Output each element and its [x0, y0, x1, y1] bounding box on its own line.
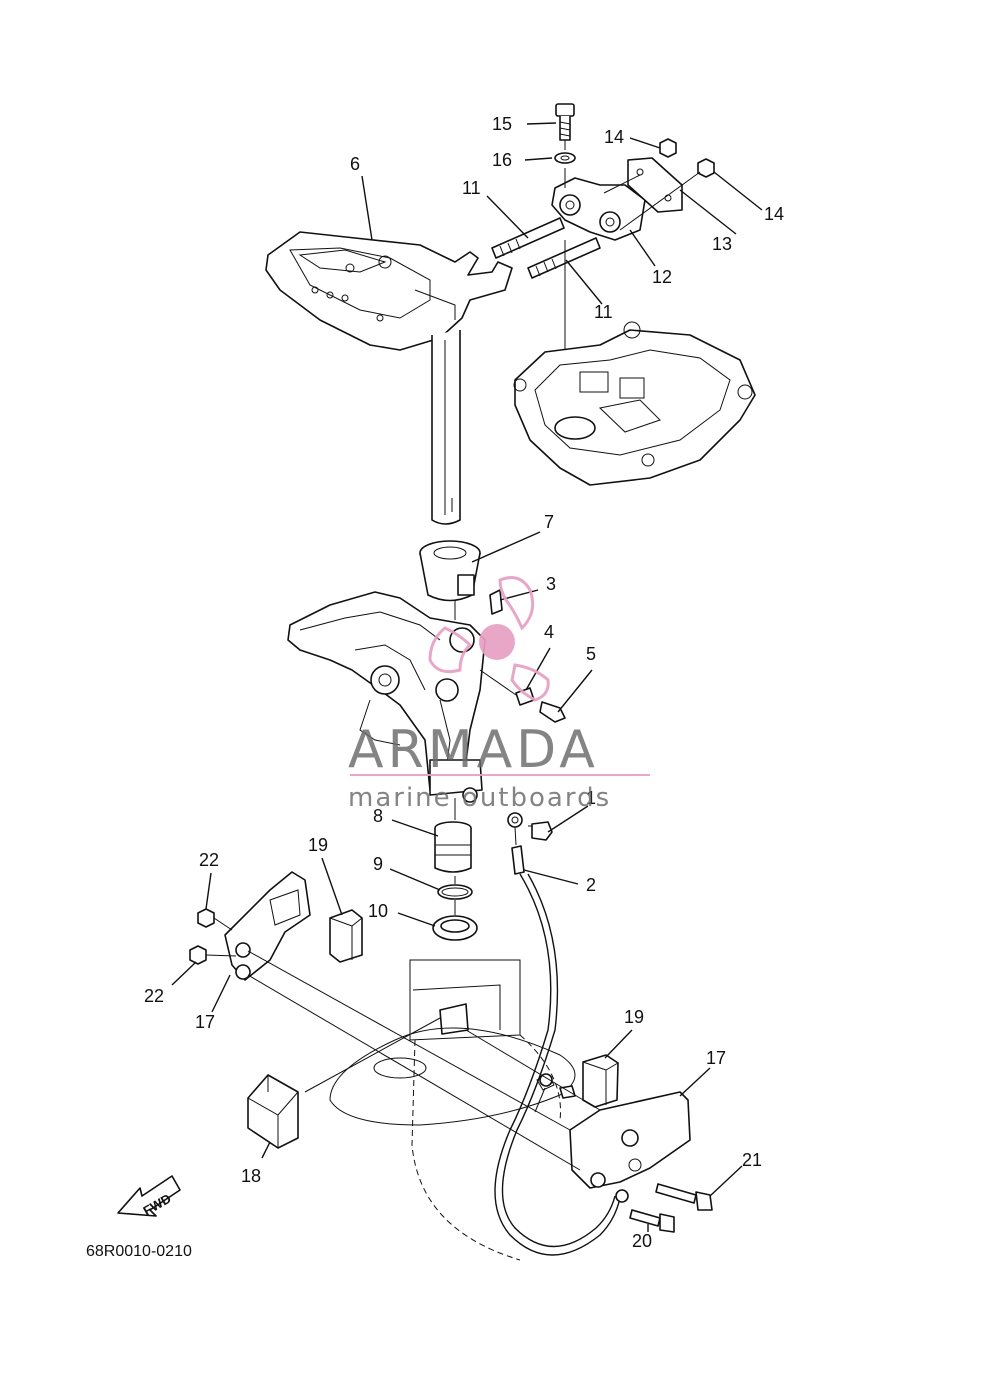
upper-mount-assembly [491, 103, 715, 410]
callout-12: 12 [652, 267, 672, 287]
callout-19-left: 19 [308, 835, 328, 855]
callout-5: 5 [586, 644, 596, 664]
callout-6: 6 [350, 154, 360, 174]
propeller-logo-icon [428, 576, 550, 702]
swivel-bracket-assembly [287, 540, 566, 803]
watermark-subtitle: marine outboards [348, 783, 611, 813]
callout-19-right: 19 [624, 1007, 644, 1027]
left-lower-mount-bracket [189, 871, 363, 981]
callout-1: 1 [586, 788, 596, 808]
callout-16: 16 [492, 150, 512, 170]
brand-watermark: ARMADA marine outboards [348, 576, 650, 813]
callout-17-right: 17 [706, 1048, 726, 1068]
callout-2: 2 [586, 875, 596, 895]
bottom-cowling-plate [513, 321, 756, 486]
forward-direction-arrow: FWD [117, 1175, 181, 1218]
lower-mount-parts [432, 798, 478, 941]
ground-lead-parts [494, 812, 621, 1256]
callout-18: 18 [241, 1166, 261, 1186]
callout-8: 8 [373, 806, 383, 826]
assembly-center-lines [247, 600, 601, 1171]
callout-14-right: 14 [764, 204, 784, 224]
callout-21: 21 [742, 1150, 762, 1170]
callout-22-bottom: 22 [144, 986, 164, 1006]
lower-casing [329, 959, 576, 1261]
callout-numbers: 15 16 14 14 6 11 13 12 11 7 3 4 5 1 8 9 … [144, 114, 784, 1251]
callout-22-top: 22 [199, 850, 219, 870]
callout-9: 9 [373, 854, 383, 874]
damper-part-18 [247, 1074, 299, 1149]
drawing-code: 68R0010-0210 [86, 1243, 192, 1260]
callout-7: 7 [544, 512, 554, 532]
leader-lines [171, 122, 763, 1232]
callout-15: 15 [492, 114, 512, 134]
callout-3: 3 [546, 574, 556, 594]
steering-bracket-part-6 [265, 231, 513, 525]
callout-10: 10 [368, 901, 388, 921]
callout-11-lower: 11 [594, 302, 613, 322]
callout-17-left: 17 [195, 1012, 215, 1032]
watermark-rule [350, 774, 650, 776]
callout-14-top: 14 [604, 127, 624, 147]
callout-13: 13 [712, 234, 732, 254]
callout-4: 4 [544, 622, 554, 642]
callout-20: 20 [632, 1231, 652, 1251]
callout-11-upper: 11 [462, 178, 481, 198]
right-lower-mount-bracket [569, 1054, 713, 1233]
watermark-title: ARMADA [348, 720, 599, 780]
